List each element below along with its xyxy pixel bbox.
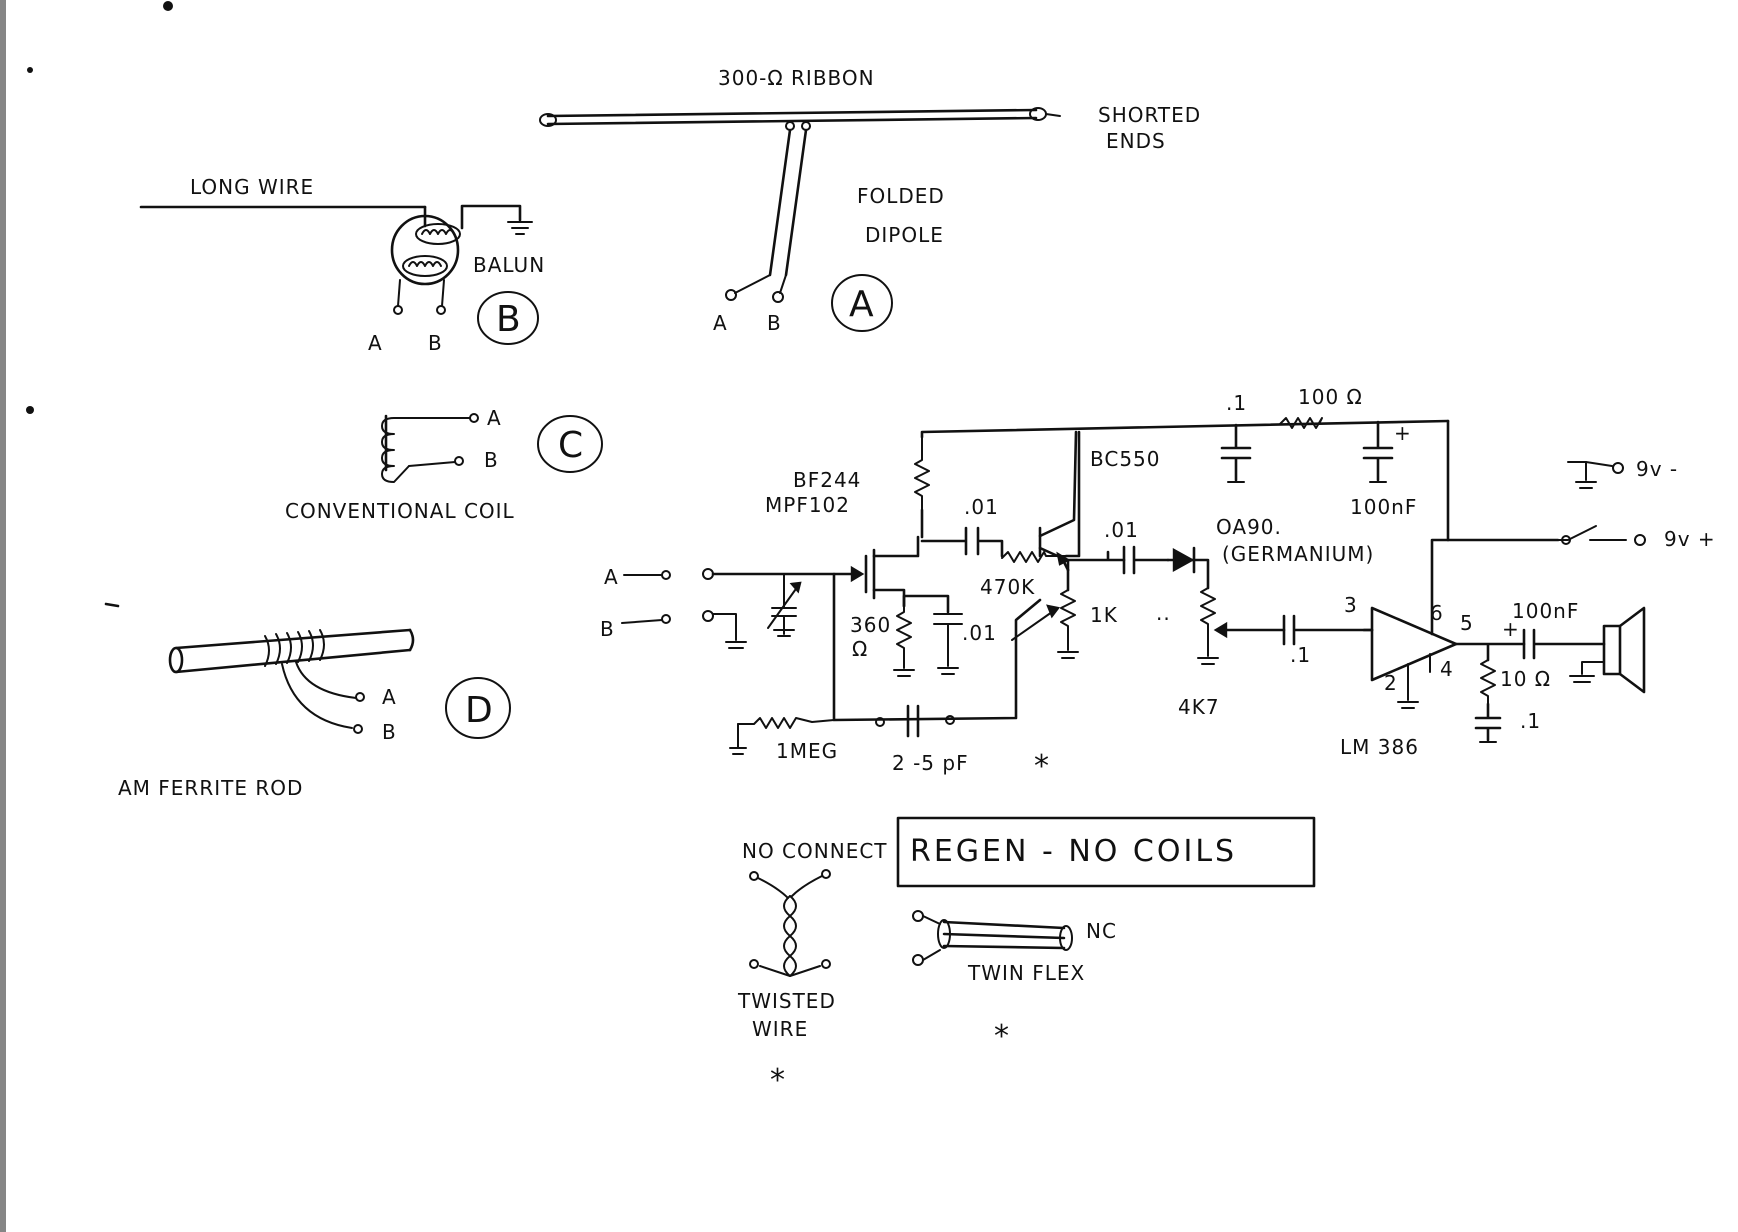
emitter-cap-label: .01 [1104, 518, 1139, 542]
no-connect-label: NO CONNECT [742, 839, 888, 863]
badge-d: D [465, 690, 493, 731]
title-box: REGEN - NO COILS [896, 816, 1316, 888]
conventional-coil-label: CONVENTIONAL COIL [285, 499, 515, 523]
lm386-pin-3: 3 [1344, 593, 1358, 617]
drain-cap-label: .01 [964, 495, 999, 519]
r-100-label: 100 Ω [1298, 385, 1363, 409]
long-wire-label: LONG WIRE [190, 175, 314, 199]
rod-terminal-b: B [382, 720, 397, 744]
nc-label: NC [1086, 919, 1117, 943]
input-cap-label: .1 [1290, 643, 1311, 667]
badge-c: C [558, 425, 583, 466]
coil-terminal-b: B [484, 448, 499, 472]
balun-terminal-a: A [368, 331, 383, 355]
shorted-ends-label: SHORTED [1098, 103, 1201, 127]
out-cap-01-label: .1 [1520, 709, 1541, 733]
input-a-label: A [604, 565, 619, 589]
out-cap-100nf-label: 100nF [1512, 599, 1579, 623]
dipole-terminal-b: B [767, 311, 782, 335]
source-resistor-label: 360 [850, 613, 891, 637]
balun-terminal-b: B [428, 331, 443, 355]
folded-dipole-label: FOLDED [857, 184, 945, 208]
fet-label-mpf102: MPF102 [765, 493, 850, 517]
ribbon-label: 300-Ω RIBBON [718, 66, 875, 90]
diode-type-label: (GERMANIUM) [1222, 542, 1374, 566]
input-b-label: B [600, 617, 615, 641]
fet-label-bf244: BF244 [793, 468, 861, 492]
page-title: REGEN - NO COILS [910, 834, 1237, 869]
ferrite-rod-antenna: A B D AM FERRITE ROD [118, 628, 511, 800]
twisted-star: * [770, 1063, 788, 1098]
rod-terminal-a: A [382, 685, 397, 709]
badge-a: A [849, 284, 874, 325]
source-resistor-ohm: Ω [852, 637, 868, 661]
top-cap-label: .1 [1226, 391, 1247, 415]
twisted-wire-label: TWISTED [737, 989, 836, 1013]
twin-flex-star: * [994, 1019, 1012, 1054]
decor-dots: .. [1156, 601, 1171, 625]
folded-dipole-label-2: DIPOLE [865, 223, 944, 247]
pot-1k-label: 1K [1090, 603, 1118, 627]
volume-pot-label: 4K7 [1178, 695, 1220, 719]
r-470k-label: 470K [980, 575, 1035, 599]
twisted-wire-label-2: WIRE [752, 1017, 808, 1041]
long-wire-balun-antenna: LONG WIRE BALUN A B B [139, 175, 545, 355]
folded-dipole-antenna: 300-Ω RIBBON SHORTED ENDS FOLDED DIPOLE … [539, 66, 1201, 335]
polarity-plus-out: + [1502, 617, 1520, 641]
feedback-options: NO CONNECT TWISTED WIRE * NC TWIN FLEX * [737, 839, 1117, 1098]
r-10-label: 10 Ω [1500, 667, 1551, 691]
shorted-ends-label-2: ENDS [1106, 129, 1166, 153]
transistor-label: BC550 [1090, 447, 1161, 471]
lm386-pin-4: 4 [1440, 657, 1454, 681]
lm386-pin-2: 2 [1384, 671, 1398, 695]
diode-label: OA90. [1216, 515, 1282, 539]
top-100nf-label: 100nF [1350, 495, 1417, 519]
source-cap-label: .01 [962, 621, 997, 645]
balun-label: BALUN [473, 253, 545, 277]
regen-circuit: A B BF244 MPF102 360 Ω .01 [600, 385, 1716, 784]
polarity-plus: + [1394, 421, 1412, 445]
r-1meg-label: 1MEG [776, 739, 838, 763]
badge-b: B [496, 299, 521, 340]
speaker-icon [1602, 606, 1646, 694]
dipole-terminal-a: A [713, 311, 728, 335]
lm386-pin-5: 5 [1460, 611, 1474, 635]
supply-positive: 9v + [1664, 527, 1716, 551]
lm386-label: LM 386 [1340, 735, 1419, 759]
ferrite-rod-label: AM FERRITE ROD [118, 776, 303, 800]
conventional-coil-antenna: A B C CONVENTIONAL COIL [285, 406, 603, 523]
trimmer-label: 2 -5 pF [892, 751, 969, 775]
trimmer-star: * [1034, 749, 1052, 784]
coil-terminal-a: A [487, 406, 502, 430]
supply-negative: 9v - [1636, 457, 1678, 481]
margin-marks [0, 0, 173, 1232]
twin-flex-label: TWIN FLEX [967, 961, 1085, 985]
